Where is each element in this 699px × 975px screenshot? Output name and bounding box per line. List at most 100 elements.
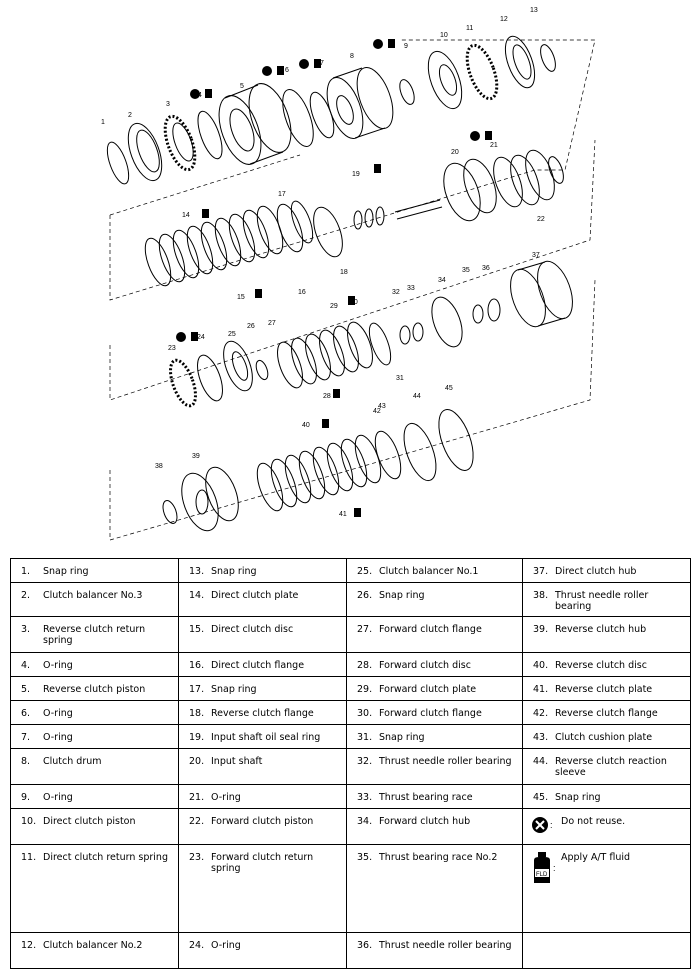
legend-cell: 19.Input shaft oil seal ring	[178, 724, 347, 749]
callout-35: 35	[462, 267, 470, 274]
legend-text: Reverse clutch plate	[555, 684, 653, 695]
part-12-clutch-balancer	[504, 35, 536, 89]
do-not-reuse-marker	[373, 39, 383, 49]
fluid-marker	[388, 39, 395, 48]
part-22-forward-clutch-piston	[510, 149, 555, 206]
fluid-marker	[314, 59, 321, 68]
legend-number: 14.	[189, 590, 205, 601]
legend-text: Reverse clutch return spring	[43, 624, 146, 646]
legend-text: O-ring	[43, 732, 73, 743]
legend-cell: 2.Clutch balancer No.3	[10, 582, 179, 617]
legend-cell: 33.Thrust bearing race	[346, 784, 523, 809]
part-38-thrust-bearing	[162, 500, 178, 524]
legend-text: Reverse clutch flange	[555, 708, 658, 719]
legend-number: 25.	[357, 566, 373, 577]
legend-cell: 6.O-ring	[10, 700, 179, 725]
part-11-return-spring	[465, 43, 499, 101]
legend-cell: 15. Direct clutch disc	[178, 616, 347, 653]
legend-number: 6.	[21, 708, 31, 719]
part-18-reverse-clutch-flange	[313, 206, 343, 258]
legend-cell: 43.Clutch cushion plate	[522, 724, 691, 749]
legend-number: 5.	[21, 684, 31, 695]
part-24-o-ring	[197, 354, 223, 402]
callout-40: 40	[302, 422, 310, 429]
legend-cell: 37.Direct clutch hub	[522, 558, 691, 583]
legend-cell: 44.Reverse clutch reaction sleeve	[522, 748, 691, 785]
callout-33: 33	[407, 285, 415, 292]
legend-text: Clutch cushion plate	[555, 732, 653, 743]
legend-row: 2.Clutch balancer No.3 14. Direct clutch p…	[10, 582, 691, 617]
legend-text: Thrust needle roller bearing	[555, 590, 649, 612]
legend-text: Input shaft	[211, 756, 263, 767]
callout-7: 7	[320, 60, 324, 67]
do-not-reuse-marker	[176, 332, 186, 342]
legend-number: 20.	[189, 756, 205, 767]
callout-31: 31	[396, 375, 404, 382]
part-35-bearing-race	[472, 304, 484, 324]
legend-number: 15.	[189, 624, 205, 635]
callout-5: 5	[240, 83, 244, 90]
legend-cell: 5. Reverse clutch piston	[10, 676, 179, 701]
reverse-clutch-pack	[256, 434, 382, 512]
legend-text: Direct clutch plate	[211, 590, 299, 601]
fluid-marker	[277, 66, 284, 75]
callout-9: 9	[404, 43, 408, 50]
legend-cell: 3.Reverse clutch return spring	[10, 616, 179, 653]
legend-text: O-ring	[43, 792, 73, 803]
legend-text: Input shaft oil seal ring	[211, 732, 321, 743]
callout-13: 13	[530, 7, 538, 14]
fluid-marker	[354, 508, 361, 517]
legend-text: Clutch drum	[43, 756, 102, 767]
legend-text: Reverse clutch piston	[43, 684, 146, 695]
callout-10: 10	[440, 32, 448, 39]
legend-cell: 35.Thrust bearing race No.2	[346, 844, 523, 933]
legend-text: Reverse clutch hub	[555, 624, 647, 635]
legend-cell: 8.Clutch drum	[10, 748, 179, 785]
legend-text: Snap ring	[379, 590, 425, 601]
legend-text: Forward clutch hub	[379, 816, 471, 827]
legend-number: 44.	[533, 756, 549, 767]
part-2-clutch-balancer	[127, 122, 163, 182]
part-6-o-ring	[282, 89, 314, 147]
legend-number: 27.	[357, 624, 373, 635]
legend-number: 33.	[357, 792, 373, 803]
callout-20: 20	[451, 149, 459, 156]
legend-text: O-ring	[211, 940, 241, 951]
callout-3: 3	[166, 101, 170, 108]
callout-37: 37	[532, 252, 540, 259]
legend-cell: 31.Snap ring	[346, 724, 523, 749]
legend-text: Snap ring	[211, 684, 257, 695]
callout-6: 6	[285, 67, 289, 74]
callout-32: 32	[392, 289, 400, 296]
legend-text: Direct clutch disc	[211, 624, 294, 635]
legend-number: 35.	[357, 852, 373, 863]
legend-number: 21.	[189, 792, 205, 803]
do-not-reuse-icon: :	[527, 816, 561, 837]
part-45-snap-ring	[438, 409, 474, 471]
legend-text: Forward clutch return spring	[211, 852, 314, 874]
callout-1: 1	[101, 119, 105, 126]
legend-text: Snap ring	[211, 566, 257, 577]
part-32-thrust-bearing	[399, 325, 411, 345]
legend-number: 32.	[357, 756, 373, 767]
fluid-marker	[333, 389, 340, 398]
legend-cell: 17.Snap ring	[178, 676, 347, 701]
legend-cell: 32.Thrust needle roller bearing	[346, 748, 523, 785]
legend-cell: 11.Direct clutch return spring	[10, 844, 179, 933]
legend-row: 11.Direct clutch return spring 23. Forward…	[10, 844, 691, 933]
callout-22: 22	[537, 216, 545, 223]
part-26-snap-ring	[255, 359, 269, 381]
callout-11: 11	[466, 25, 473, 32]
part-17-snap-ring	[290, 200, 314, 244]
part-37-direct-clutch-hub	[510, 260, 573, 328]
legend-number: 28.	[357, 660, 373, 671]
svg-text::: :	[550, 820, 553, 830]
legend-number: 38.	[533, 590, 549, 601]
legend-number: 23.	[189, 852, 205, 863]
legend-cell: 26.Snap ring	[346, 582, 523, 617]
legend-cell: 9.O-ring	[10, 784, 179, 809]
